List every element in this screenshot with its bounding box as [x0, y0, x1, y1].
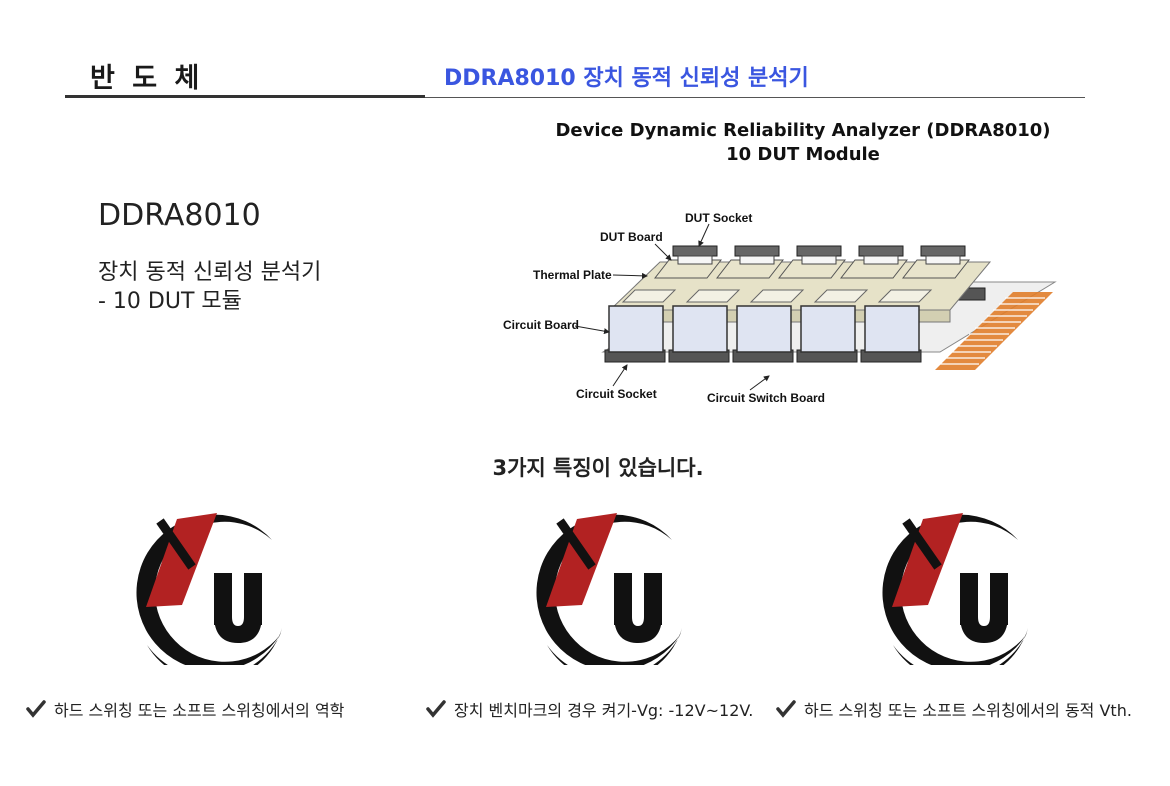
feature-logo-2 [536, 513, 682, 665]
product-description: 장치 동적 신뢰성 분석기 - 10 DUT 모듈 [98, 258, 321, 316]
header-divider-thin [425, 97, 1085, 98]
label-dut-board: DUT Board [600, 230, 663, 244]
dut-sockets [672, 245, 966, 257]
diagram-title-line2: 10 DUT Module [726, 144, 880, 165]
circuit-sockets [604, 349, 922, 363]
feature-logo-1 [136, 513, 282, 665]
checkmark-icon [776, 700, 796, 718]
feature-text-3: 하드 스위칭 또는 소프트 스위칭에서의 동적 Vth. [804, 701, 1132, 720]
checkmark-icon [26, 700, 46, 718]
circuit-board-pointer [574, 325, 610, 335]
feature-item-3: 하드 스위칭 또는 소프트 스위칭에서의 동적 Vth. [776, 697, 1132, 721]
feature-item-1: 하드 스위칭 또는 소프트 스위칭에서의 역학 [26, 697, 344, 721]
page-title: DDRA8010 장치 동적 신뢰성 분석기 [444, 66, 809, 91]
product-description-line2: - 10 DUT 모듈 [98, 289, 242, 314]
feature-text-2: 장치 벤치마크의 경우 켜기-Vg: -12V~12V. [454, 701, 754, 720]
product-description-line1: 장치 동적 신뢰성 분석기 [98, 260, 322, 285]
label-circuit-switch-board: Circuit Switch Board [707, 391, 825, 405]
feature-logo-3 [882, 513, 1028, 665]
module-diagram: DUT Socket DUT Board Thermal Plate Circu… [503, 211, 1057, 405]
feature-item-2: 장치 벤치마크의 경우 켜기-Vg: -12V~12V. [426, 697, 753, 721]
dut-board-pointer [654, 243, 672, 261]
circuit-boards [608, 305, 920, 353]
feature-text-1: 하드 스위칭 또는 소프트 스위칭에서의 역학 [54, 701, 345, 720]
dut-socket-pointer [698, 223, 710, 247]
label-circuit-socket: Circuit Socket [576, 387, 657, 401]
label-dut-socket: DUT Socket [685, 211, 752, 225]
thermal-plate-pointer [612, 272, 648, 279]
connector-strip [935, 292, 1053, 370]
product-name: DDRA8010 [98, 198, 261, 233]
category-title: 반 도 체 [90, 63, 204, 94]
circuit-socket-pointer [612, 364, 628, 387]
circuit-switch-board-pointer [749, 375, 770, 391]
label-circuit-board: Circuit Board [503, 318, 579, 332]
checkmark-icon [426, 700, 446, 718]
diagram-title-line1: Device Dynamic Reliability Analyzer (DDR… [555, 120, 1051, 141]
header-divider-thick [65, 95, 425, 98]
features-heading: 3가지 특징이 있습니다. [492, 456, 704, 480]
label-thermal-plate: Thermal Plate [533, 268, 612, 282]
diagram-title: Device Dynamic Reliability Analyzer (DDR… [548, 119, 1058, 167]
